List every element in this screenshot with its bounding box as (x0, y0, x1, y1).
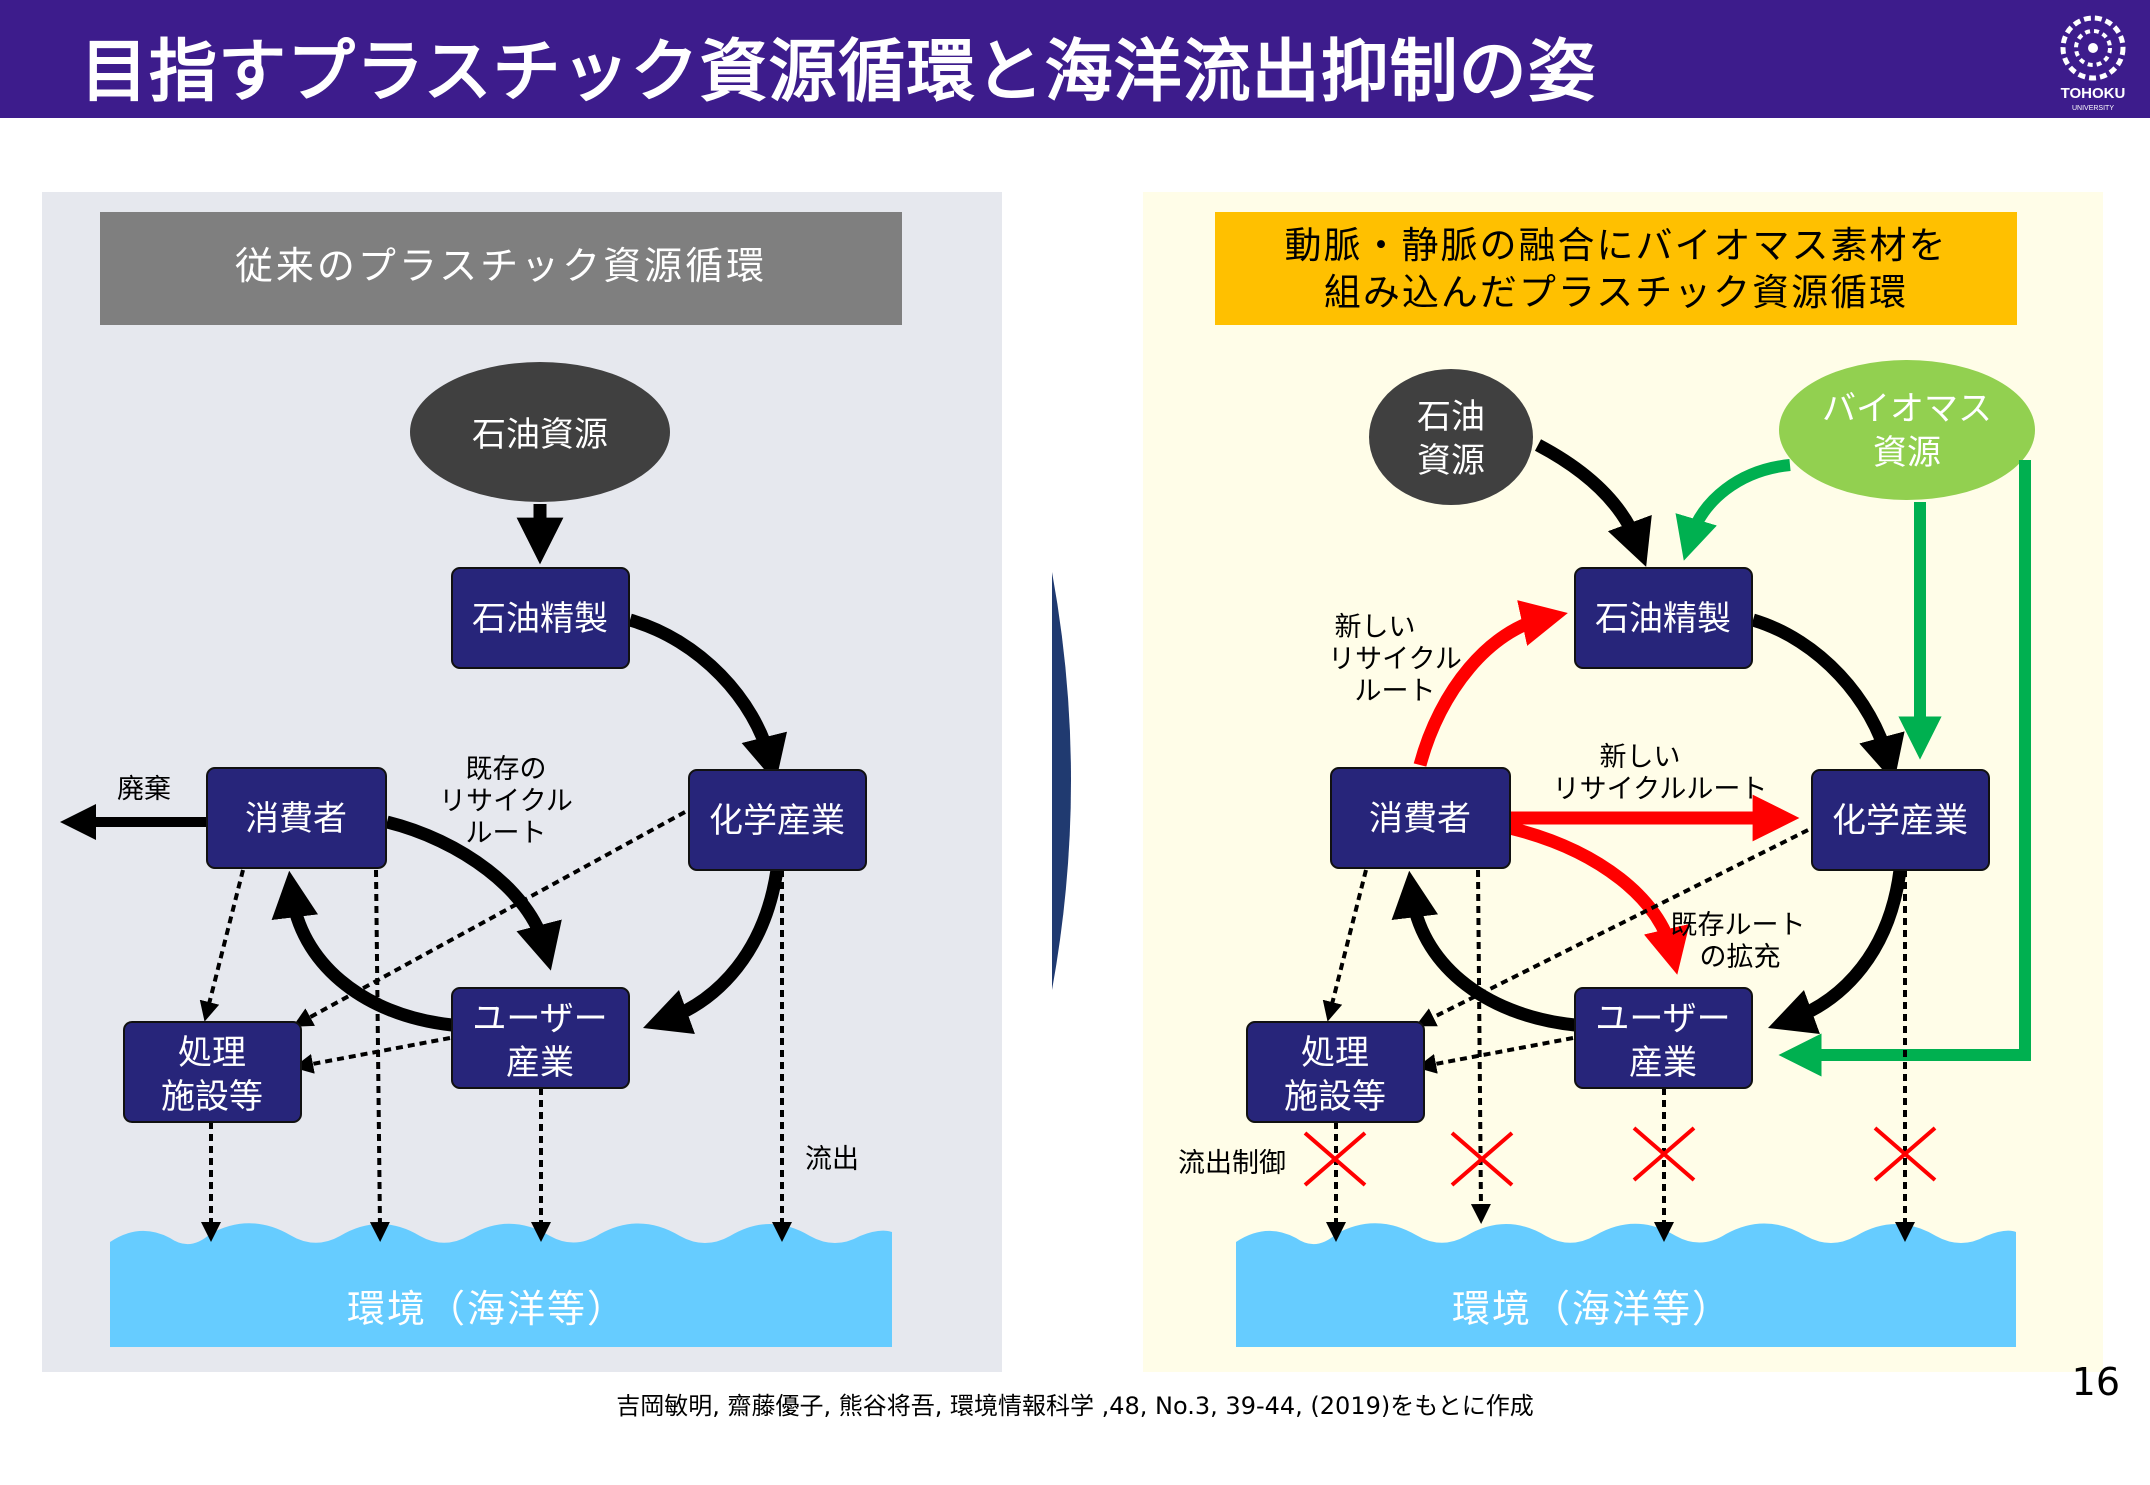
right-dotted-chemical-to-facility (1415, 828, 1809, 1027)
page-number: 16 (2071, 1360, 2120, 1404)
left-environment-water (110, 1223, 892, 1347)
left-chemical-label: 化学産業 (709, 801, 845, 841)
right-arrow-refining-to-chemical (1751, 613, 1905, 783)
citation: 吉岡敏明, 齋藤優子, 熊谷将吾, 環境情報科学 ,48, No.3, 39-4… (616, 1392, 1534, 1420)
left-panel-title-box (100, 212, 902, 325)
left-consumer-node (206, 767, 387, 869)
right-panel: 動脈・静脈の融合にバイオマス素材を 組み込んだプラスチック資源循環 環境（海洋等… (1143, 192, 2103, 1372)
logo-subtext: UNIVERSITY (2072, 105, 2114, 112)
right-chemical-label: 化学産業 (1832, 801, 1968, 841)
right-refining-node (1574, 567, 1753, 669)
right-facility-label-2: 施設等 (1284, 1077, 1386, 1117)
right-cross-icon-4 (1873, 1126, 1937, 1182)
left-facility-node (123, 1021, 302, 1123)
left-oil-resource-node (410, 362, 670, 502)
right-dotted-user-to-facility (1416, 1036, 1574, 1074)
right-cross-icon-1 (1303, 1131, 1367, 1187)
right-label-new-route-b-1: 新しい (1600, 742, 1681, 773)
left-panel-title: 従来のプラスチック資源循環 (235, 244, 767, 288)
right-red-consumer-to-user (1508, 821, 1690, 975)
left-panel: 従来のプラスチック資源循環 環境（海洋等） 石油資源 廃棄 既存の リサイクル … (42, 192, 1002, 1372)
right-oil-resource-node (1369, 369, 1533, 505)
logo-text: TOHOKU (2061, 85, 2126, 102)
right-dotted-consumer-to-env (1470, 869, 1491, 1224)
left-label-existing-1: 既存の (466, 754, 547, 785)
left-environment-label: 環境（海洋等） (347, 1287, 627, 1331)
right-cross-icon-2 (1450, 1131, 1514, 1187)
right-green-biomass-to-user (1778, 460, 2031, 1077)
right-environment-water (1236, 1223, 2016, 1347)
tohoku-university-logo: TOHOKU UNIVERSITY (2060, 15, 2126, 112)
left-chemical-node (688, 769, 867, 871)
left-refining-node (451, 567, 630, 669)
right-oil-label-2: 資源 (1417, 441, 1485, 481)
right-label-new-route-a-3: ルート (1355, 676, 1436, 707)
left-user-node (451, 987, 630, 1089)
left-user-label-1: ユーザー (472, 999, 607, 1039)
right-label-new-route-a-2: リサイクル (1328, 644, 1462, 675)
right-label-new-route-b-2: リサイクルルート (1553, 774, 1768, 805)
right-biomass-label-2: 資源 (1873, 433, 1941, 473)
right-user-label-2: 産業 (1629, 1043, 1697, 1083)
right-panel-title-1: 動脈・静脈の融合にバイオマス素材を (1285, 224, 1948, 267)
left-oil-resource-label: 石油資源 (472, 415, 608, 455)
left-arrow-consumer-to-user (385, 815, 562, 971)
left-dotted-chemical-to-facility (292, 810, 686, 1027)
right-cross-icon-3 (1632, 1126, 1696, 1182)
right-green-biomass-to-refining (1675, 459, 1791, 561)
right-biomass-resource-node (1779, 360, 2035, 500)
right-panel-title-box (1215, 212, 2017, 325)
right-arrow-oil-to-refining (1534, 439, 1652, 567)
left-label-existing-2: リサイクル (439, 786, 573, 817)
right-facility-label-1: 処理 (1301, 1033, 1369, 1073)
right-oil-label-1: 石油 (1417, 397, 1485, 437)
right-label-expand-1: 既存ルート (1671, 910, 1806, 941)
right-label-expand-2: の拡充 (1700, 942, 1781, 973)
right-red-consumer-to-refining (1413, 600, 1568, 767)
right-panel-title-2: 組み込んだプラスチック資源循環 (1324, 271, 1908, 314)
page-title: 目指すプラスチック資源循環と海洋流出抑制の姿 (80, 33, 1597, 112)
right-consumer-node (1330, 767, 1511, 869)
right-consumer-label: 消費者 (1369, 799, 1471, 839)
left-user-label-2: 産業 (506, 1043, 574, 1083)
right-arrow-chemical-to-user (1768, 869, 1907, 1034)
right-refining-label: 石油精製 (1595, 599, 1731, 639)
right-user-label-1: ユーザー (1595, 999, 1730, 1039)
right-label-outflow-control: 流出制御 (1178, 1148, 1286, 1179)
left-label-outflow: 流出 (805, 1144, 859, 1175)
right-chemical-node (1811, 769, 1990, 871)
left-refining-label: 石油精製 (472, 599, 608, 639)
right-label-new-route-a-1: 新しい (1335, 612, 1416, 643)
left-arrow-refining-to-chemical (628, 613, 788, 783)
left-label-existing-3: ルート (466, 818, 547, 849)
header-bar: 目指すプラスチック資源循環と海洋流出抑制の姿 TOHOKU UNIVERSITY (0, 0, 2150, 118)
left-arrow-user-to-consumer (271, 870, 453, 1032)
right-arrow-user-to-consumer (1391, 870, 1576, 1032)
left-consumer-label: 消費者 (245, 799, 347, 839)
right-biomass-label-1: バイオマス (1822, 389, 1992, 429)
transition-chevron-icon (1052, 572, 1071, 990)
left-arrow-chemical-to-user (643, 869, 784, 1034)
right-user-node (1574, 987, 1753, 1089)
left-facility-label-2: 施設等 (161, 1077, 263, 1117)
right-environment-label: 環境（海洋等） (1452, 1287, 1732, 1331)
right-facility-node (1246, 1021, 1425, 1123)
left-label-waste: 廃棄 (117, 774, 171, 805)
left-facility-label-1: 処理 (178, 1033, 246, 1073)
